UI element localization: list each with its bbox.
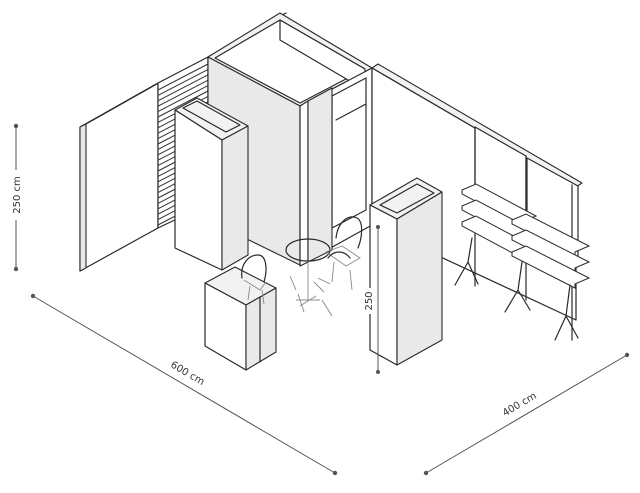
left-display-tower <box>174 97 249 271</box>
shelf-board <box>511 213 591 257</box>
tower-height-dimension: 250 <box>363 225 380 374</box>
slat-line <box>157 85 209 113</box>
right-display-tower <box>369 177 443 366</box>
shelf-board <box>511 229 591 273</box>
tower-height-label: 250 <box>364 291 375 310</box>
reception-counter <box>204 266 277 371</box>
height-dimension: 250 cm <box>9 123 23 272</box>
slat-line <box>157 68 209 96</box>
left-wall <box>79 79 165 272</box>
slat-line <box>157 63 209 91</box>
height-label: 250 cm <box>12 176 23 214</box>
table-and-chairs <box>241 216 363 317</box>
depth-dimension: 400 cm <box>423 352 630 476</box>
width-dimension: 600 cm <box>30 293 338 476</box>
slat-line <box>157 90 209 118</box>
slat-line <box>157 74 209 102</box>
slat-line <box>157 79 209 107</box>
shelves <box>454 183 591 341</box>
shelf-board <box>511 245 591 289</box>
storage-room <box>207 12 373 267</box>
